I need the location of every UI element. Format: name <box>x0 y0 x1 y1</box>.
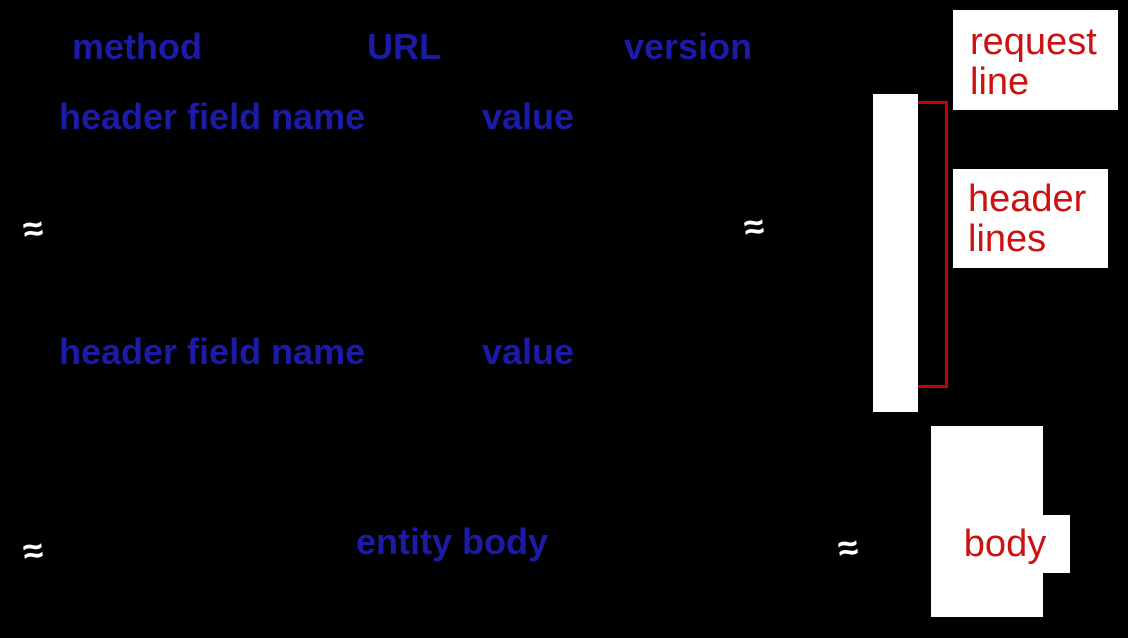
header-lines-callout-text-line2: lines <box>968 218 1047 260</box>
body-callout: body <box>940 515 1070 573</box>
request-line-callout-text-line1: request <box>970 21 1097 63</box>
entity-body-label: entity body <box>356 521 549 562</box>
url-label: URL <box>367 26 441 67</box>
break-mark-icon: ≈ <box>835 525 861 570</box>
body-callout-text: body <box>963 523 1047 565</box>
value-2-label: value <box>482 331 575 372</box>
break-mark-icon: ≈ <box>20 528 46 573</box>
header-lines-callout: header lines <box>953 169 1108 268</box>
value-1-label: value <box>482 96 575 137</box>
break-mark-icon: ≈ <box>20 206 46 251</box>
request-line-callout: request line <box>953 10 1118 110</box>
version-label: version <box>624 26 753 67</box>
break-mark-icon: ≈ <box>741 204 767 249</box>
request-line-callout-text-line2: line <box>970 61 1030 103</box>
message-extent-bar <box>873 94 918 412</box>
method-label: method <box>72 26 202 67</box>
header-field-name-1-label: header field name <box>59 96 366 137</box>
header-field-name-2-label: header field name <box>59 331 366 372</box>
header-lines-bracket <box>918 101 948 388</box>
header-lines-callout-text-line1: header <box>968 178 1087 220</box>
